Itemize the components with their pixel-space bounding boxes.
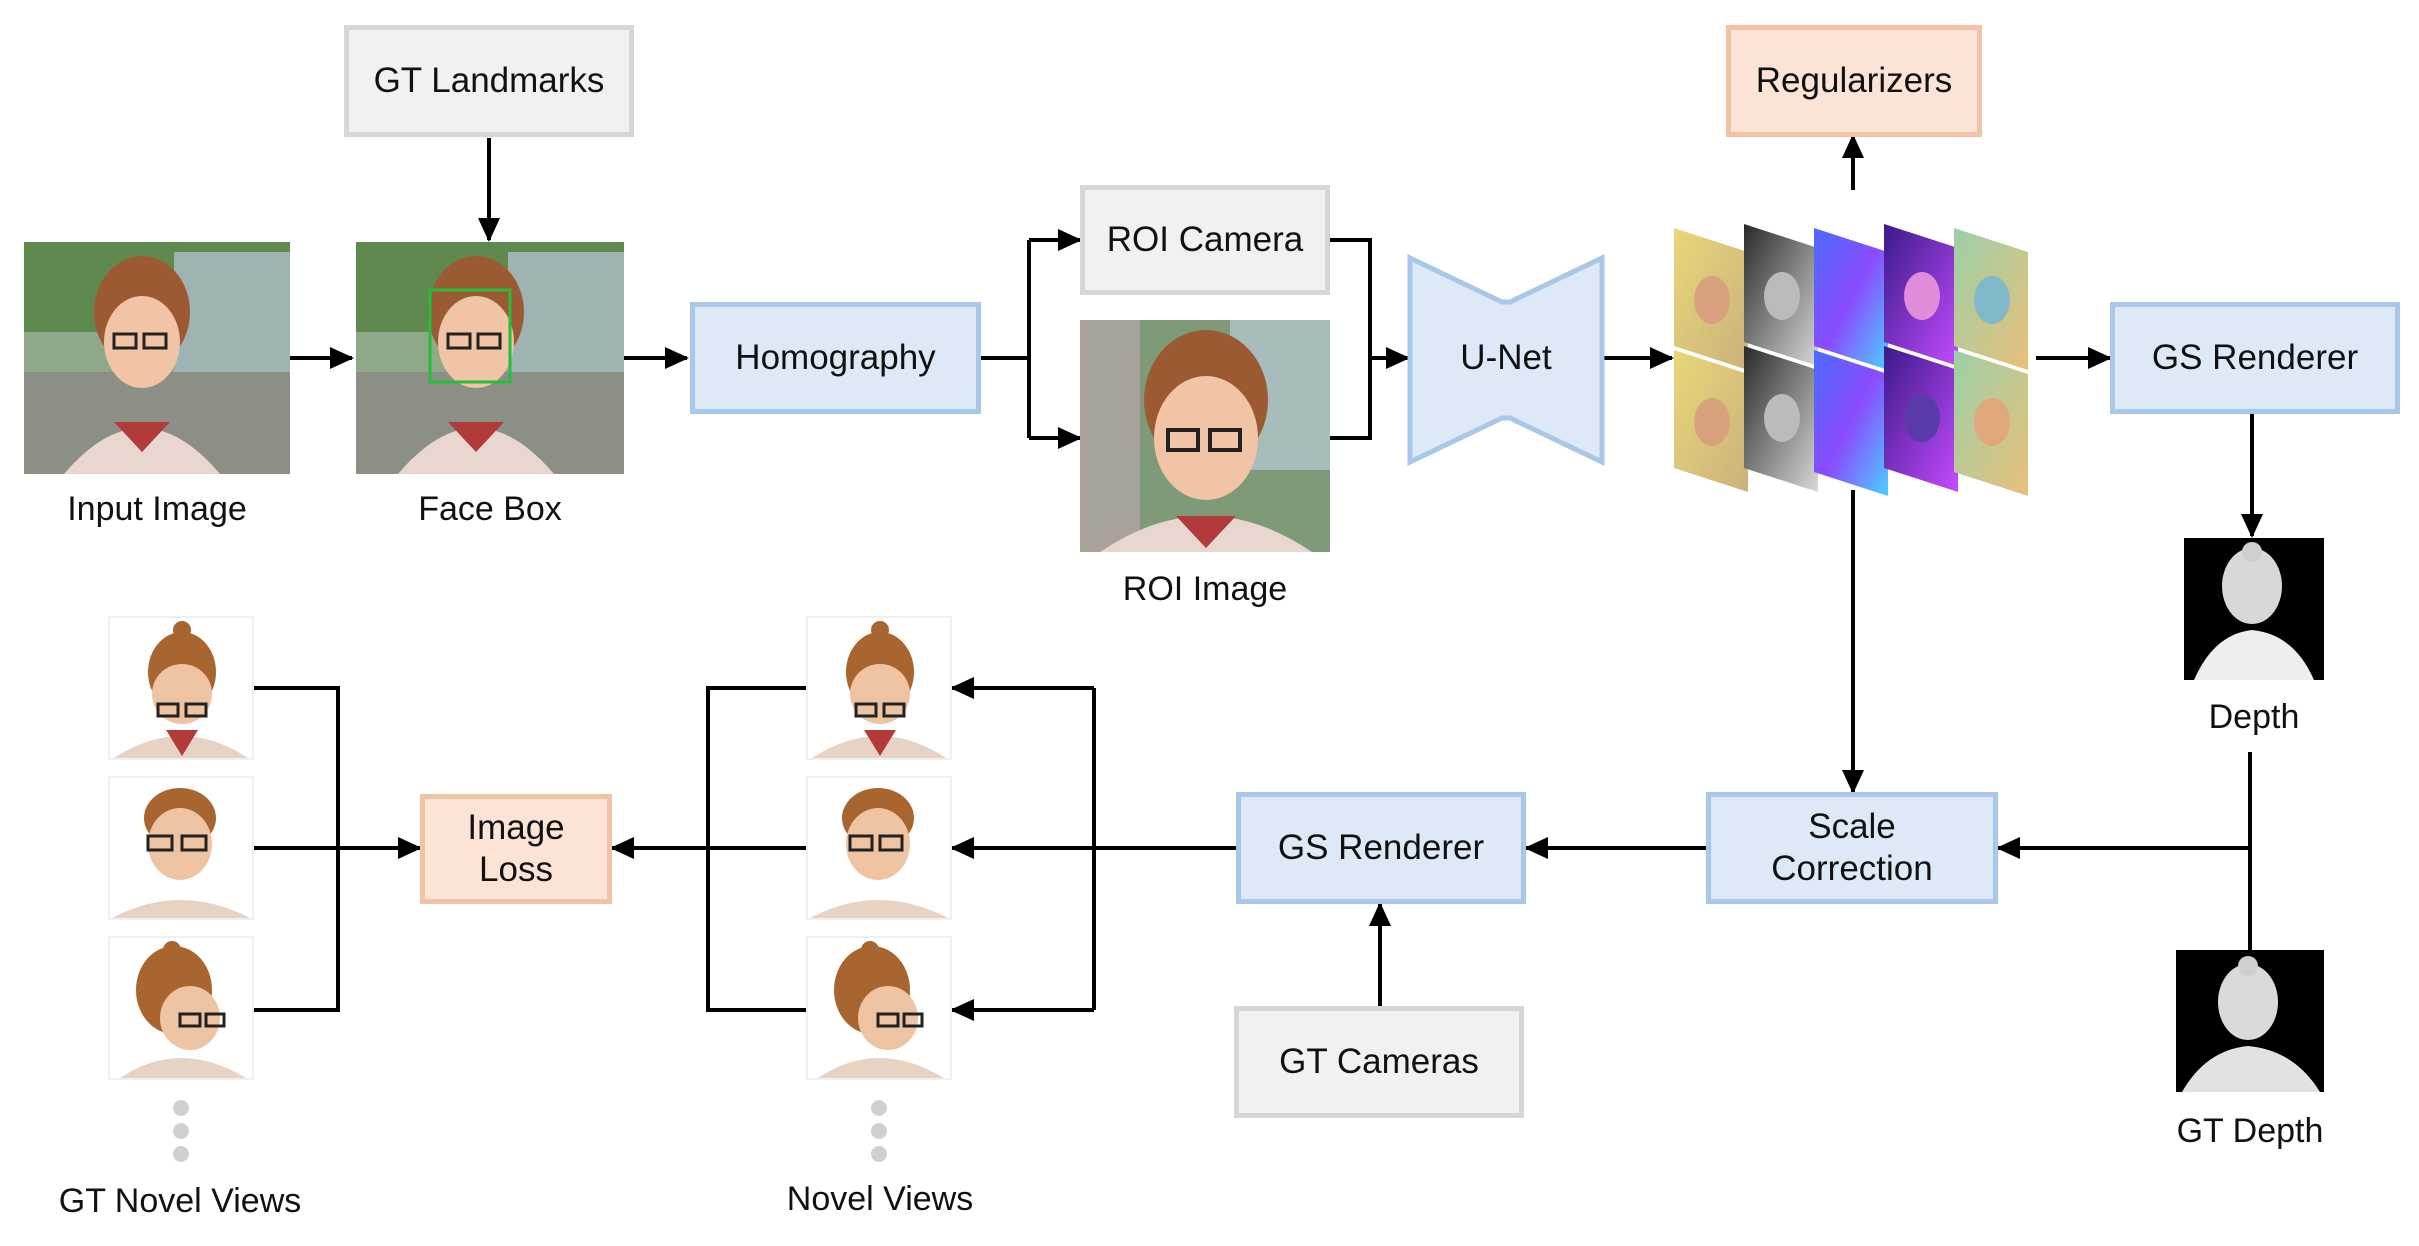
novel-views-ellipsis bbox=[871, 1100, 887, 1169]
image-loss-label-line1: Image bbox=[467, 808, 565, 847]
line-roi-image-merge bbox=[1330, 358, 1372, 440]
input-image-photo bbox=[24, 242, 290, 474]
map-layer-normal bbox=[1814, 228, 1888, 496]
homography-label: Homography bbox=[735, 338, 936, 377]
face-box-photo bbox=[356, 242, 624, 474]
gs-renderer-top-label: GS Renderer bbox=[2151, 338, 2359, 377]
roi-camera-label: ROI Camera bbox=[1106, 220, 1304, 259]
caption-novel-views: Novel Views bbox=[786, 1180, 974, 1218]
image-loss-box: Image Loss bbox=[420, 794, 612, 904]
gt-novel-view-1 bbox=[108, 616, 254, 760]
face-box-outline bbox=[428, 288, 512, 384]
roi-camera-box: ROI Camera bbox=[1080, 185, 1330, 295]
homography-box: Homography bbox=[690, 302, 981, 414]
caption-roi-image: ROI Image bbox=[1122, 570, 1288, 608]
caption-gt-novel-views: GT Novel Views bbox=[58, 1182, 302, 1220]
roi-image-photo bbox=[1080, 320, 1330, 552]
novel-view-2 bbox=[806, 776, 952, 920]
image-loss-label-line2: Loss bbox=[479, 850, 553, 889]
gs-renderer-bottom-box: GS Renderer bbox=[1236, 792, 1526, 904]
scale-correction-box: Scale Correction bbox=[1706, 792, 1998, 904]
regularizers-box: Regularizers bbox=[1726, 25, 1982, 137]
unet-label: U-Net bbox=[1460, 338, 1552, 377]
scale-correction-label-line2: Correction bbox=[1771, 849, 1933, 888]
gt-novel-view-2 bbox=[108, 776, 254, 920]
unet-shape bbox=[1407, 254, 1605, 466]
gs-renderer-top-box: GS Renderer bbox=[2110, 302, 2400, 414]
caption-depth: Depth bbox=[2208, 698, 2300, 736]
caption-face-box: Face Box bbox=[418, 490, 562, 528]
gt-landmarks-box: GT Landmarks bbox=[344, 25, 634, 137]
gt-landmarks-label: GT Landmarks bbox=[373, 61, 605, 100]
novel-view-3 bbox=[806, 936, 952, 1080]
map-layer-gray bbox=[1744, 224, 1818, 492]
scale-correction-label-line1: Scale bbox=[1808, 807, 1896, 846]
gt-cameras-box: GT Cameras bbox=[1234, 1006, 1524, 1118]
gs-renderer-bottom-label: GS Renderer bbox=[1277, 828, 1485, 867]
map-layer-offset bbox=[1954, 228, 2028, 496]
caption-input-image: Input Image bbox=[67, 490, 247, 528]
map-layer-color bbox=[1674, 228, 1748, 492]
depth-image bbox=[2184, 538, 2324, 680]
gt-depth-image bbox=[2176, 950, 2324, 1092]
regularizers-label: Regularizers bbox=[1755, 61, 1953, 100]
gt-cameras-label: GT Cameras bbox=[1279, 1042, 1479, 1081]
map-layer-purple bbox=[1884, 224, 1958, 492]
gt-novel-views-ellipsis bbox=[173, 1100, 189, 1169]
line-roi-camera-merge bbox=[1330, 238, 1372, 358]
novel-view-1 bbox=[806, 616, 952, 760]
gt-novel-view-3 bbox=[108, 936, 254, 1080]
gaussian-feature-maps bbox=[1674, 224, 2028, 496]
caption-gt-depth: GT Depth bbox=[2176, 1112, 2324, 1150]
